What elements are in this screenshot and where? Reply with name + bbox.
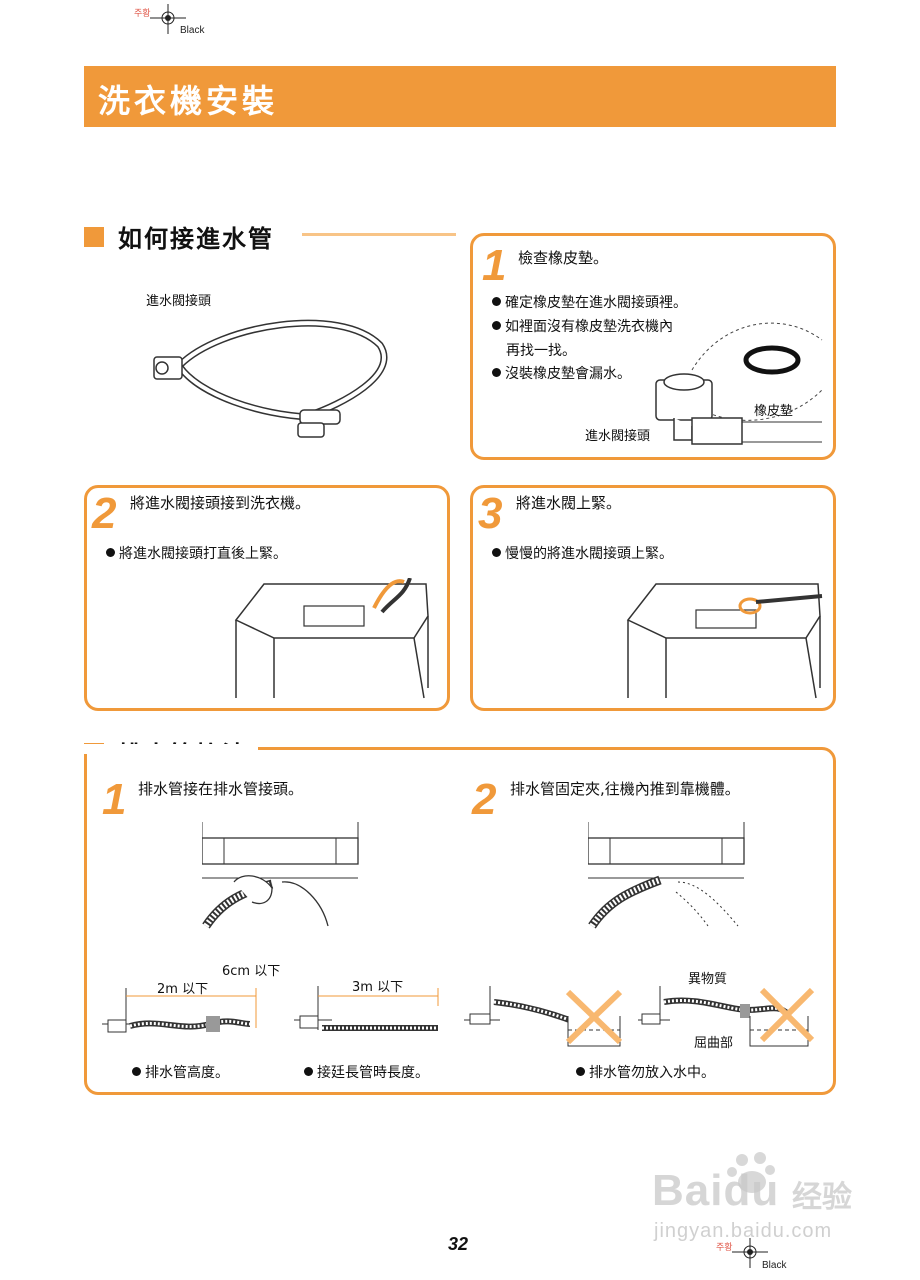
bend-label: 屈曲部 — [694, 1036, 734, 1051]
heading-square-icon — [84, 226, 104, 247]
step-number: 1 — [102, 775, 127, 824]
drain-height-diagram — [102, 988, 257, 1033]
drain-in-water-diagram-a — [464, 986, 623, 1047]
bullet-dot-icon — [492, 320, 501, 330]
bullet-item: 再找一找。 — [506, 342, 576, 359]
drain-connect-illustration — [202, 822, 359, 929]
registration-mark-bottom: 주황 Black — [716, 1238, 796, 1274]
registration-label: 주황 — [716, 1243, 733, 1253]
bullet-dot-icon — [492, 297, 501, 306]
foreign-label: 異物質 — [688, 972, 728, 987]
bullet-item: 確定橡皮墊在進水閥接頭裡。 — [492, 292, 687, 316]
step-title: 排水管接在排水管接頭。 — [138, 780, 304, 798]
washer-top-illustration — [234, 578, 429, 699]
drain-extension-diagram — [294, 986, 439, 1031]
drain-box-mask — [80, 744, 258, 754]
watermark-cn: 经验 — [792, 1180, 852, 1215]
gasket-label: 橡皮墊 — [754, 404, 794, 419]
page-title: 洗衣機安裝 — [98, 82, 279, 120]
joint-label: 進水閥接頭 — [585, 429, 651, 444]
bullet-item: 排水管勿放入水中。 — [576, 1062, 715, 1086]
step-title: 排水管固定夾,往機內推到靠機體。 — [510, 780, 740, 798]
bullet-item: 沒裝橡皮墊會漏水。 — [492, 363, 687, 387]
step-number: 1 — [482, 241, 507, 290]
registration-color: Black — [180, 25, 205, 36]
bullet-item: 慢慢的將進水閥接頭上緊。 — [492, 543, 673, 567]
step-title: 將進水閥接頭接到洗衣機。 — [130, 494, 311, 512]
step-number: 3 — [478, 489, 503, 538]
bullet-list: 確定橡皮墊在進水閥接頭裡。 如裡面沒有橡皮墊洗衣機內 再找一找。 沒裝橡皮墊會漏… — [492, 292, 687, 387]
drain-clamp-illustration — [588, 822, 745, 929]
registration-label: 주황 — [134, 9, 151, 19]
step-title: 檢查橡皮墊。 — [518, 249, 609, 267]
bullet-item: 將進水閥接頭打直後上緊。 — [106, 543, 287, 567]
bullet-dot-icon — [492, 368, 501, 378]
page-number: 32 — [448, 1234, 469, 1254]
section-heading-intake: 如何接進水管 — [84, 219, 274, 254]
inlet-hose-illustration — [153, 319, 388, 438]
drain-in-water-diagram-b — [638, 986, 815, 1047]
section-rule — [302, 233, 456, 236]
washer-valve-illustration — [626, 583, 823, 699]
bullet-dot-icon — [492, 548, 501, 557]
bullet-dot-icon — [132, 1067, 141, 1076]
hose-label: 進水閥接頭 — [146, 294, 212, 309]
step-number: 2 — [472, 775, 497, 824]
bullet-dot-icon — [106, 548, 115, 557]
crosshair-icon — [150, 4, 186, 34]
bullet-item: 排水管高度。 — [132, 1062, 229, 1086]
length-3m: 3m 以下 — [352, 980, 404, 995]
bullet-dot-icon — [576, 1067, 585, 1076]
length-2m: 2m 以下 — [157, 982, 209, 997]
crosshair-icon — [732, 1238, 768, 1268]
paw-icon — [727, 1152, 775, 1193]
bullet-item: 如裡面沒有橡皮墊洗衣機內 — [492, 316, 687, 340]
watermark-url: jingyan.baidu.com — [654, 1220, 833, 1242]
registration-color: Black — [762, 1260, 787, 1271]
bullet-dot-icon — [304, 1067, 313, 1076]
height-note: 6cm 以下 — [222, 964, 281, 979]
bullet-item: 接廷長管時長度。 — [304, 1062, 429, 1086]
baidu-watermark: Baidu 经验 jingyan.baidu.com — [652, 1150, 872, 1250]
section-heading-text: 如何接進水管 — [118, 225, 274, 253]
step-title: 將進水閥上緊。 — [516, 494, 622, 512]
step-number: 2 — [92, 489, 117, 538]
page-title-bar: 洗衣機安裝 — [84, 66, 836, 127]
registration-mark-top: 주황 Black — [130, 4, 210, 40]
gasket-illustration — [655, 322, 823, 445]
